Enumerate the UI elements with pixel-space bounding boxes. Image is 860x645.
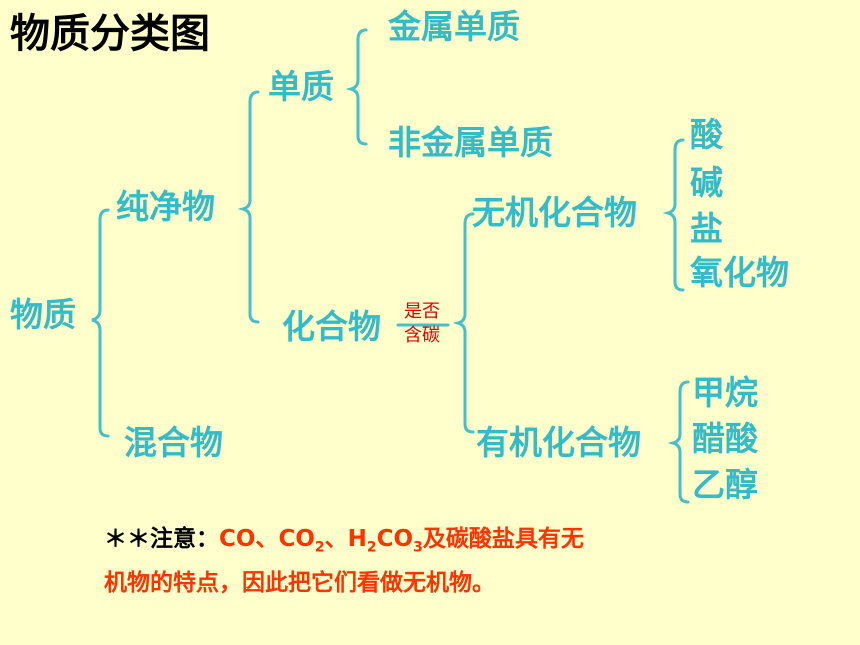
bracket-element <box>345 28 368 146</box>
inorganic-item-oxide: 氧化物 <box>690 253 789 292</box>
organic-item-acetic-acid: 醋酸 <box>692 419 758 458</box>
organic-item-ethanol: 乙醇 <box>692 465 758 504</box>
node-element: 单质 <box>268 67 334 106</box>
note-stars: ＊＊ <box>104 526 150 552</box>
note-co3-base: CO <box>376 526 414 552</box>
inorganic-item-salt: 盐 <box>690 209 723 248</box>
inorganic-item-acid: 酸 <box>690 115 723 154</box>
note-line-1: ＊＊注意：CO、CO2、H2CO3及碳酸盐具有无 <box>104 522 584 566</box>
inorganic-item-base: 碱 <box>690 163 723 202</box>
note-co: CO、 <box>219 526 279 552</box>
node-nonmetal: 非金属单质 <box>388 123 553 162</box>
note-h: H <box>347 526 367 552</box>
bracket-inorganic <box>662 138 685 292</box>
bracket-pure <box>237 90 260 324</box>
node-root: 物质 <box>10 295 76 334</box>
node-compound: 化合物 <box>282 307 381 346</box>
organic-item-methane: 甲烷 <box>692 373 758 412</box>
node-inorganic: 无机化合物 <box>472 193 637 232</box>
note-line-2: 机物的特点，因此把它们看做无机物。 <box>104 569 495 596</box>
condition-line-1: 是否 <box>404 301 440 322</box>
bracket-organic <box>667 380 690 504</box>
note-co2-sub: 2 <box>314 539 325 556</box>
note-h-sub: 2 <box>366 539 377 556</box>
condition-line-2: 含碳 <box>404 325 440 346</box>
note-co3-sub: 3 <box>413 539 423 556</box>
condition-label: 是否 含碳 <box>404 300 440 348</box>
bracket-compound <box>452 212 475 434</box>
note-sep: 、 <box>324 526 348 552</box>
page-title: 物质分类图 <box>10 11 210 57</box>
node-mixture: 混合物 <box>124 423 223 462</box>
note-label: 注意： <box>150 526 219 552</box>
node-metal: 金属单质 <box>388 7 520 46</box>
note-co2-base: CO <box>278 526 315 552</box>
node-organic: 有机化合物 <box>476 423 641 462</box>
note-text: ＊＊注意：CO、CO2、H2CO3及碳酸盐具有无 机物的特点，因此把它们看做无机… <box>104 522 584 601</box>
note-line1-tail: 及碳酸盐具有无 <box>422 526 584 552</box>
bracket-root <box>91 208 110 438</box>
node-pure: 纯净物 <box>116 187 215 226</box>
